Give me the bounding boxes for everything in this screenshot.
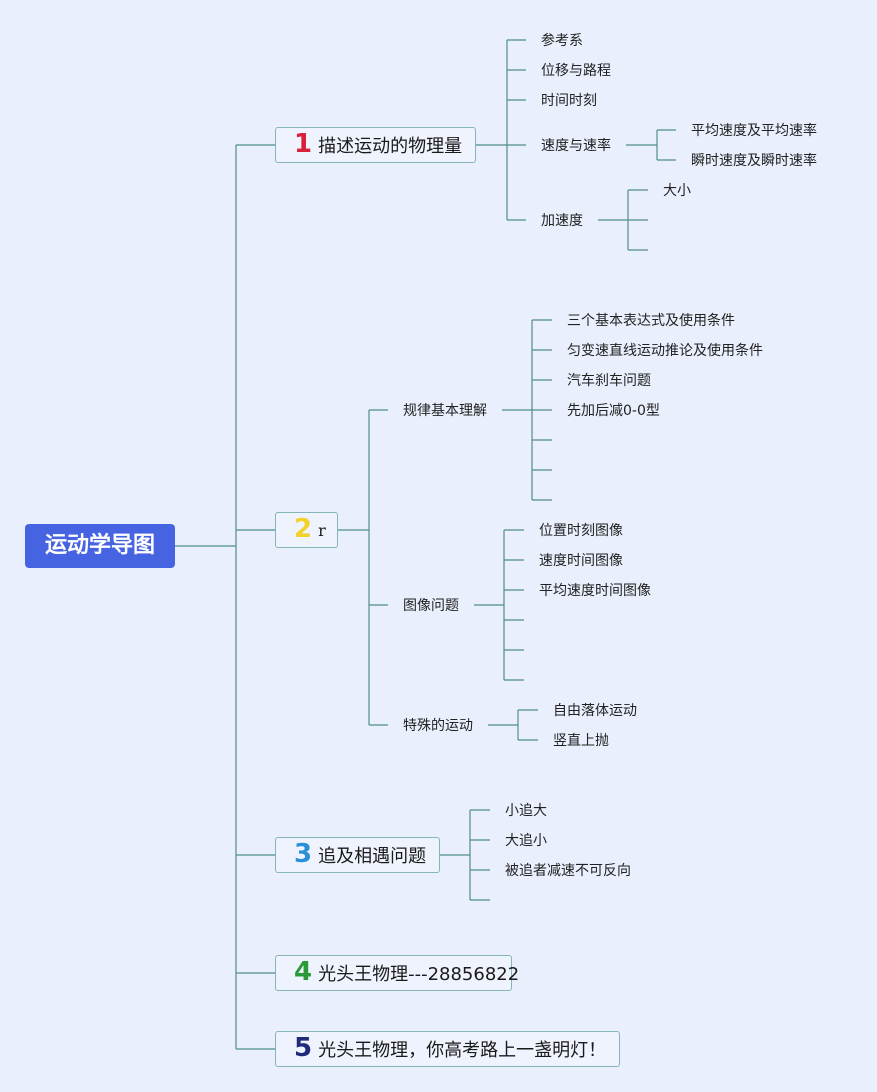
node-special-motion: 特殊的运动 [403,718,473,734]
node-reference-frame: 参考系 [541,33,583,49]
node-graphs: 图像问题 [403,598,459,614]
node-law-3: 汽车刹车问题 [567,373,651,389]
node-vertical-throw: 竖直上抛 [553,733,609,749]
node-graph-2: 速度时间图像 [539,553,623,569]
node-graph-3: 平均速度时间图像 [539,583,651,599]
topic-3: 3 追及相遇问题 [275,837,440,873]
node-chase-3: 被追者减速不可反向 [505,863,631,879]
node-graph-1: 位置时刻图像 [539,523,623,539]
node-time: 时间时刻 [541,93,597,109]
node-free-fall: 自由落体运动 [553,703,637,719]
topic-label-1: 描述运动的物理量 [318,136,463,157]
topic-label-4: 光头王物理---28856822 [318,964,520,985]
node-chase-1: 小追大 [505,803,547,819]
node-law-1: 三个基本表达式及使用条件 [567,313,735,329]
node-magnitude: 大小 [663,183,691,199]
node-law-2: 匀变速直线运动推论及使用条件 [567,343,763,359]
root-node: 运动学导图 [25,524,175,568]
topic-number-4: 4 [294,957,313,987]
topic-4: 4 光头王物理---28856822 [275,955,519,991]
topic-1: 1 描述运动的物理量 [275,127,476,163]
node-laws: 规律基本理解 [403,403,487,419]
topic-number-5: 5 [294,1033,313,1063]
topic-number-1: 1 [294,129,313,159]
node-average-velocity: 平均速度及平均速率 [691,123,817,139]
topic-number-2: 2 [294,514,313,544]
topic-label-5: 光头王物理，你高考路上一盏明灯！ [318,1040,607,1061]
node-acceleration: 加速度 [541,213,583,229]
topic-number-3: 3 [294,839,313,869]
topic-2: 2 r [275,512,338,548]
node-chase-2: 大追小 [505,833,547,849]
topic-label-2: r [318,520,326,540]
node-displacement: 位移与路程 [541,63,611,79]
node-velocity: 速度与速率 [541,138,611,154]
topic-5: 5 光头王物理，你高考路上一盏明灯！ [275,1031,620,1067]
node-law-4: 先加后减0-0型 [567,403,660,419]
topic-label-3: 追及相遇问题 [318,846,427,867]
node-instant-velocity: 瞬时速度及瞬时速率 [691,153,817,169]
